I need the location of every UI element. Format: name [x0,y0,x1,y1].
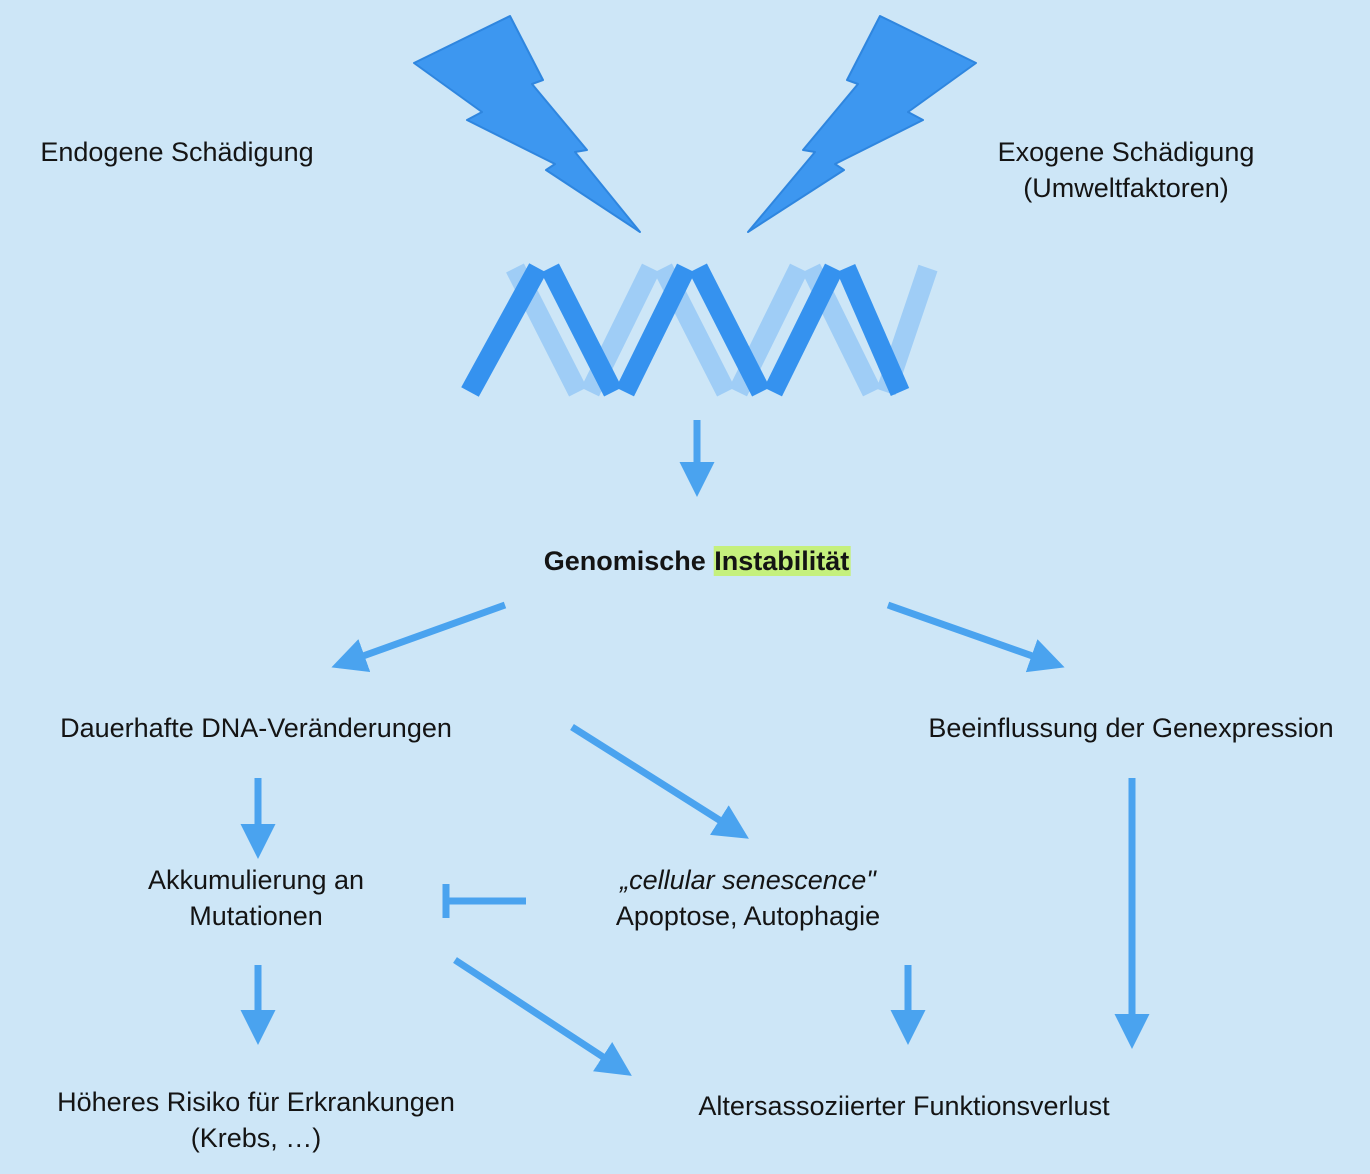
arrow-mutations-to-functional-loss [453,957,632,1076]
arrow-dna-changes-to-senescence [570,724,749,839]
gene-expression-label: Beeinflussung der Genexpression [928,713,1334,743]
arrow-instability-to-gene-expression [886,601,1065,673]
lightning-bolt-icon [747,15,977,233]
mutation-accumulation-label: Akkumulierung an Mutationen [147,865,365,931]
endogenous-damage-label: Endogene Schädigung [40,137,314,167]
highlighted-term: Instabilität [713,546,851,576]
senescence-label: „cellular senescence" Apoptose, Autophag… [615,865,881,931]
exogenous-damage-label: Exogene Schädigung (Umweltfaktoren) [997,137,1255,203]
genomic-instability-label: Genomische Instabilität [543,546,851,576]
lightning-bolt-icon [413,15,641,233]
functional-loss-label: Altersassoziierter Funktionsverlust [698,1091,1110,1121]
dna-double-helix-icon [461,263,938,397]
arrow-instability-to-dna-changes [331,601,507,673]
disease-risk-label: Höheres Risiko für Erkrankungen (Krebs, … [57,1087,455,1153]
permanent-dna-changes-label: Dauerhafte DNA-Veränderungen [60,713,452,743]
